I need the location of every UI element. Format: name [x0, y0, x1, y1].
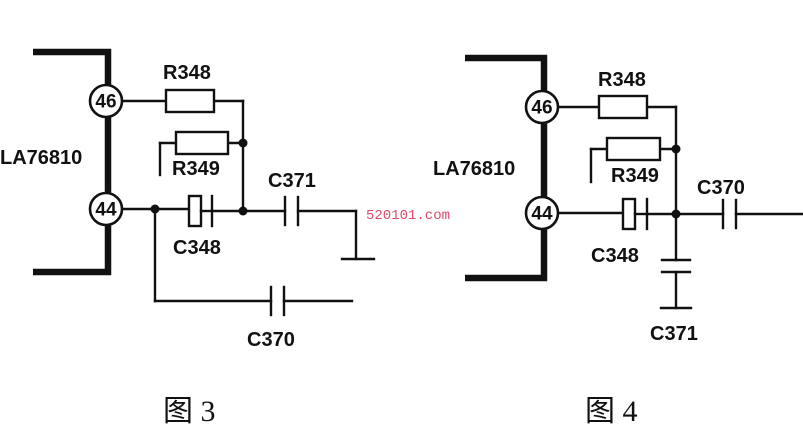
fig3-r349-label: R349	[172, 158, 220, 180]
fig4-pin-44: 44	[524, 195, 560, 231]
fig4-pin-44-label: 44	[531, 204, 553, 225]
fig4-caption: 图 4	[585, 395, 638, 428]
fig3-caption: 图 3	[163, 395, 216, 428]
watermark-text: 520101.com	[366, 208, 450, 224]
fig3-chip-label: LA76810	[0, 147, 82, 169]
fig3-wires	[120, 99, 376, 303]
fig4-r348-label: R348	[598, 69, 646, 91]
fig3-r348-label: R348	[163, 62, 211, 84]
fig4-c370-capacitor	[721, 198, 738, 230]
fig4-r348-resistor	[597, 94, 649, 120]
fig4-pin-46-label: 46	[531, 98, 552, 119]
fig4-c348-label: C348	[591, 245, 639, 267]
fig3-pin-44-label: 44	[95, 200, 117, 221]
fig4-wires	[556, 105, 803, 310]
figure-3: 46 44 LA76810 R348 R349 C348 C371 C370 图…	[0, 48, 376, 428]
fig3-r348-resistor	[164, 88, 216, 114]
fig4-c371-capacitor	[660, 258, 692, 274]
fig3-junction-dot	[238, 138, 248, 148]
fig4-r349-label: R349	[611, 165, 659, 187]
fig3-junction-dot	[150, 204, 160, 214]
fig3-pin-44: 44	[88, 191, 124, 227]
fig3-ic-body	[33, 48, 112, 276]
fig3-c370-label: C370	[247, 329, 295, 351]
fig3-pin-46: 46	[88, 83, 124, 119]
fig3-junction-dot	[238, 206, 248, 216]
fig3-c371-capacitor	[283, 195, 300, 227]
fig3-r349-resistor	[174, 130, 230, 156]
fig3-pin-46-label: 46	[95, 92, 116, 113]
fig4-pin-46: 46	[524, 89, 560, 125]
fig4-r349-resistor	[605, 136, 662, 162]
fig4-c371-label: C371	[650, 323, 698, 345]
figure-4: 46 44 LA76810 R348 R349 C348 C370 C371 图…	[433, 54, 803, 428]
fig4-c348-capacitor	[621, 197, 649, 231]
fig4-junction-dot	[671, 144, 681, 154]
fig4-c370-label: C370	[697, 177, 745, 199]
fig3-c348-capacitor	[187, 194, 214, 228]
fig4-junction-dot	[671, 209, 681, 219]
fig4-chip-label: LA76810	[433, 158, 515, 180]
fig3-c370-capacitor	[269, 285, 286, 317]
fig4-ic-body	[465, 54, 548, 282]
fig3-c371-label: C371	[268, 170, 316, 192]
fig3-c348-label: C348	[173, 237, 221, 259]
